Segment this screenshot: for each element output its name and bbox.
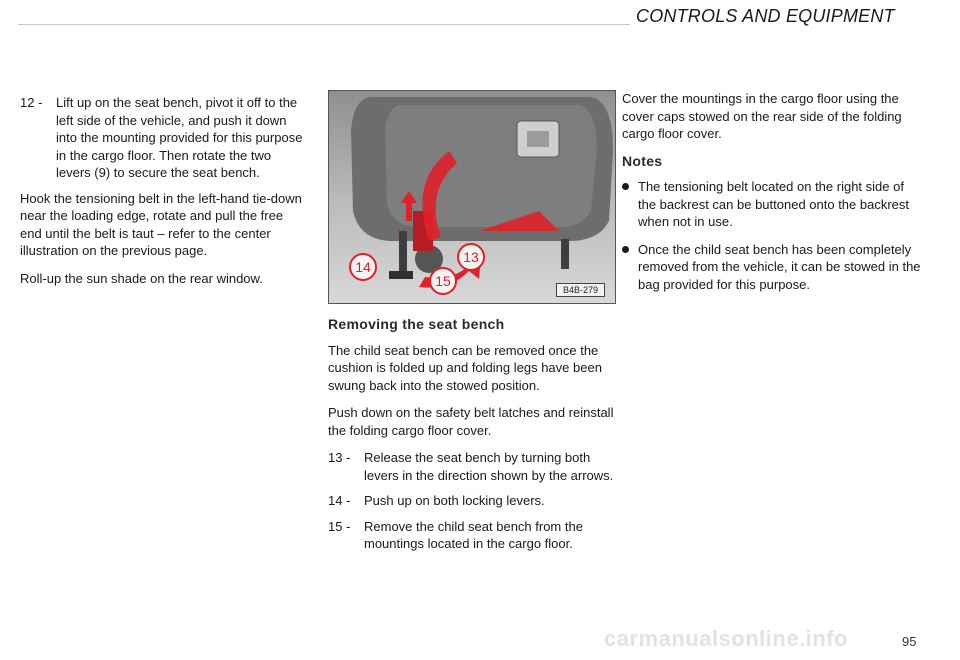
section-title: CONTROLS AND EQUIPMENT <box>636 6 895 26</box>
step-number: 14 - <box>328 493 351 508</box>
watermark: carmanualsonline.info <box>604 626 848 651</box>
step-text: Lift up on the seat bench, pivot it off … <box>56 95 303 180</box>
bullet-dot-icon <box>622 183 629 190</box>
step-12: 12 - Lift up on the seat bench, pivot it… <box>20 94 308 182</box>
remove-intro-paragraph: The child seat bench can be removed once… <box>328 342 602 393</box>
step-14: 14 - Push up on both locking levers. <box>328 492 614 510</box>
left-column: 12 - Lift up on the seat bench, pivot it… <box>20 94 308 297</box>
step-text: Release the seat bench by turning both l… <box>364 450 614 483</box>
seat-bench-illustration: 13 14 15 B4B-279 <box>328 90 616 304</box>
seat-bench-photo: 13 14 15 <box>329 91 615 303</box>
notes-heading: Notes <box>622 152 663 169</box>
note-item: Once the child seat bench has been compl… <box>622 241 922 294</box>
hook-belt-paragraph: Hook the tensioning belt in the left-han… <box>20 190 302 259</box>
page-number: 95 <box>902 634 917 649</box>
callout-15-label: 15 <box>435 273 451 289</box>
step-15: 15 - Remove the child seat bench from th… <box>328 518 614 553</box>
bullet-dot-icon <box>622 245 629 253</box>
latches-paragraph: Push down on the safety belt latches and… <box>328 405 614 438</box>
step-text: Push up on both locking levers. <box>364 493 545 508</box>
cover-mountings-paragraph: Cover the mountings in the cargo floor u… <box>622 91 902 141</box>
note-text: The tensioning belt located on the right… <box>638 179 910 229</box>
middle-column: Removing the seat bench The child seat b… <box>328 316 614 561</box>
right-column: Cover the mountings in the cargo floor u… <box>622 90 922 303</box>
note-item: The tensioning belt located on the right… <box>622 178 922 231</box>
removing-heading: Removing the seat bench <box>328 316 505 332</box>
callout-14-label: 14 <box>355 259 371 275</box>
figure-code: B4B-279 <box>555 283 605 297</box>
step-number: 15 - <box>328 518 351 534</box>
step-number: 13 - <box>328 450 351 465</box>
step-13: 13 - Release the seat bench by turning b… <box>328 449 614 484</box>
sun-shade-paragraph: Roll-up the sun shade on the rear window… <box>20 270 263 286</box>
note-text: Once the child seat bench has been compl… <box>638 241 921 292</box>
step-number: 12 - <box>20 95 43 110</box>
header-rule <box>18 24 630 25</box>
callout-13-label: 13 <box>463 249 479 265</box>
step-text: Remove the child seat bench from the mou… <box>364 518 583 552</box>
